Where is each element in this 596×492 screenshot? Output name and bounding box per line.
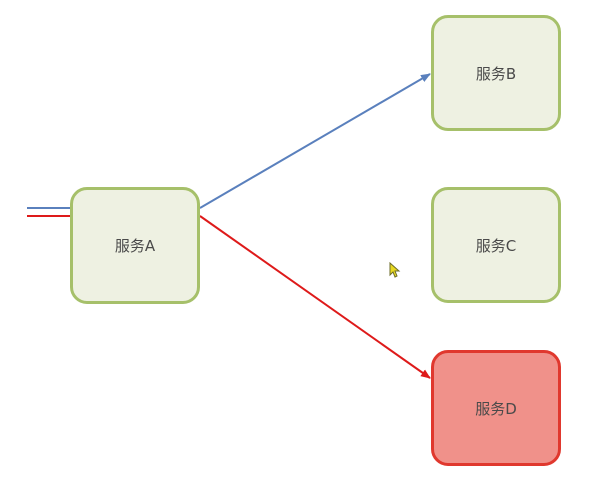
arrow-a-to-d <box>199 215 431 379</box>
mouse-pointer-icon <box>389 262 401 278</box>
service-d-node: 服务D <box>431 350 561 466</box>
service-a-label: 服务A <box>114 237 156 255</box>
service-b-label: 服务B <box>475 64 517 83</box>
service-b-node: 服务B <box>431 15 561 131</box>
service-a-node: 服务A <box>70 187 200 304</box>
arrow-a-to-b <box>199 73 431 209</box>
service-c-label: 服务C <box>475 236 517 255</box>
service-d-label: 服务D <box>475 399 517 418</box>
service-c-node: 服务C <box>431 187 561 303</box>
